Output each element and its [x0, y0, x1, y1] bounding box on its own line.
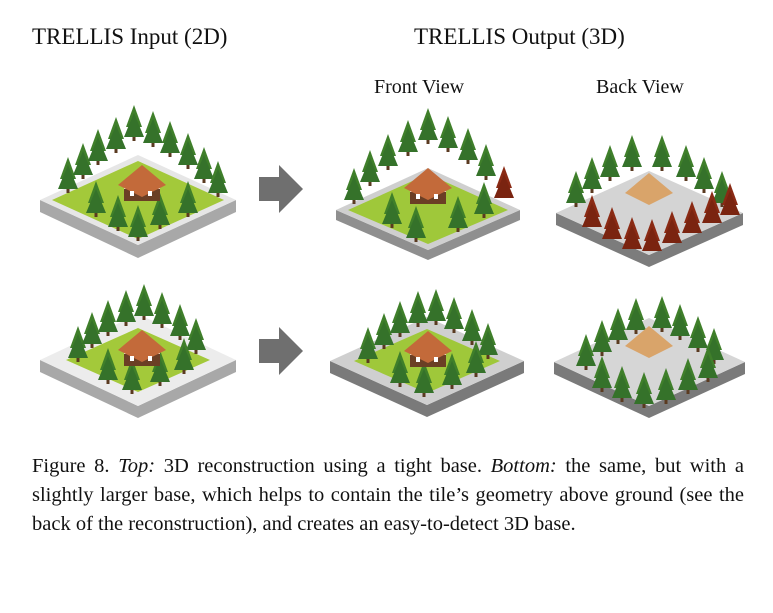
arrow-right-icon: [259, 327, 303, 375]
tile-output-front-top: [336, 108, 520, 260]
header-input: TRELLIS Input (2D): [32, 24, 228, 49]
tile-output-front-bottom: [330, 289, 524, 417]
arrow-right-icon: [259, 165, 303, 213]
tile-input-bottom: [40, 284, 236, 418]
subheader-back-view: Back View: [596, 76, 684, 98]
header-output: TRELLIS Output (3D): [414, 24, 625, 49]
caption-bottom-label: Bottom:: [490, 455, 557, 477]
subheader-front-view: Front View: [374, 76, 465, 98]
caption-label: Figure 8.: [32, 455, 110, 477]
caption-top-label: Top:: [118, 455, 156, 477]
figure-caption: Figure 8. Top: 3D reconstruction using a…: [32, 452, 744, 539]
caption-bottom-text: the same, but with a slightly larger bas…: [32, 455, 745, 535]
caption-top-text: 3D reconstruction using a tight base.: [163, 455, 482, 477]
tile-output-back-top: [556, 135, 743, 267]
tile-input-top: [40, 105, 236, 258]
tile-output-back-bottom: [554, 296, 745, 418]
